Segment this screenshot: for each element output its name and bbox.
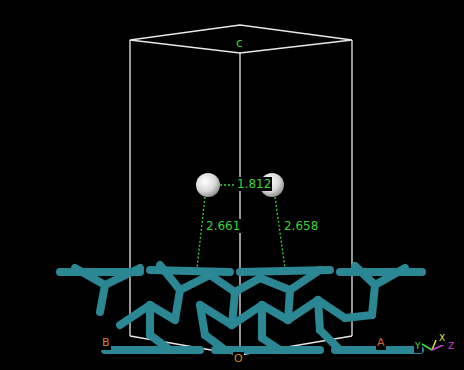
- axis-label: O: [233, 352, 244, 366]
- axis-label: B: [101, 336, 111, 350]
- axis-label: Y: [414, 339, 422, 353]
- hydrogen-atom: [196, 173, 220, 197]
- unit-cell: [130, 25, 352, 355]
- distance-label: 1.812: [236, 177, 272, 191]
- distance-label: 2.661: [205, 219, 241, 233]
- axis-label: c: [235, 36, 244, 50]
- distance-label: 2.658: [283, 219, 319, 233]
- axis-label: Z: [447, 339, 455, 353]
- axis-label: X: [438, 331, 446, 345]
- distance-lines: [197, 185, 285, 268]
- axis-label: A: [376, 336, 386, 350]
- slab-bonds: [60, 265, 422, 350]
